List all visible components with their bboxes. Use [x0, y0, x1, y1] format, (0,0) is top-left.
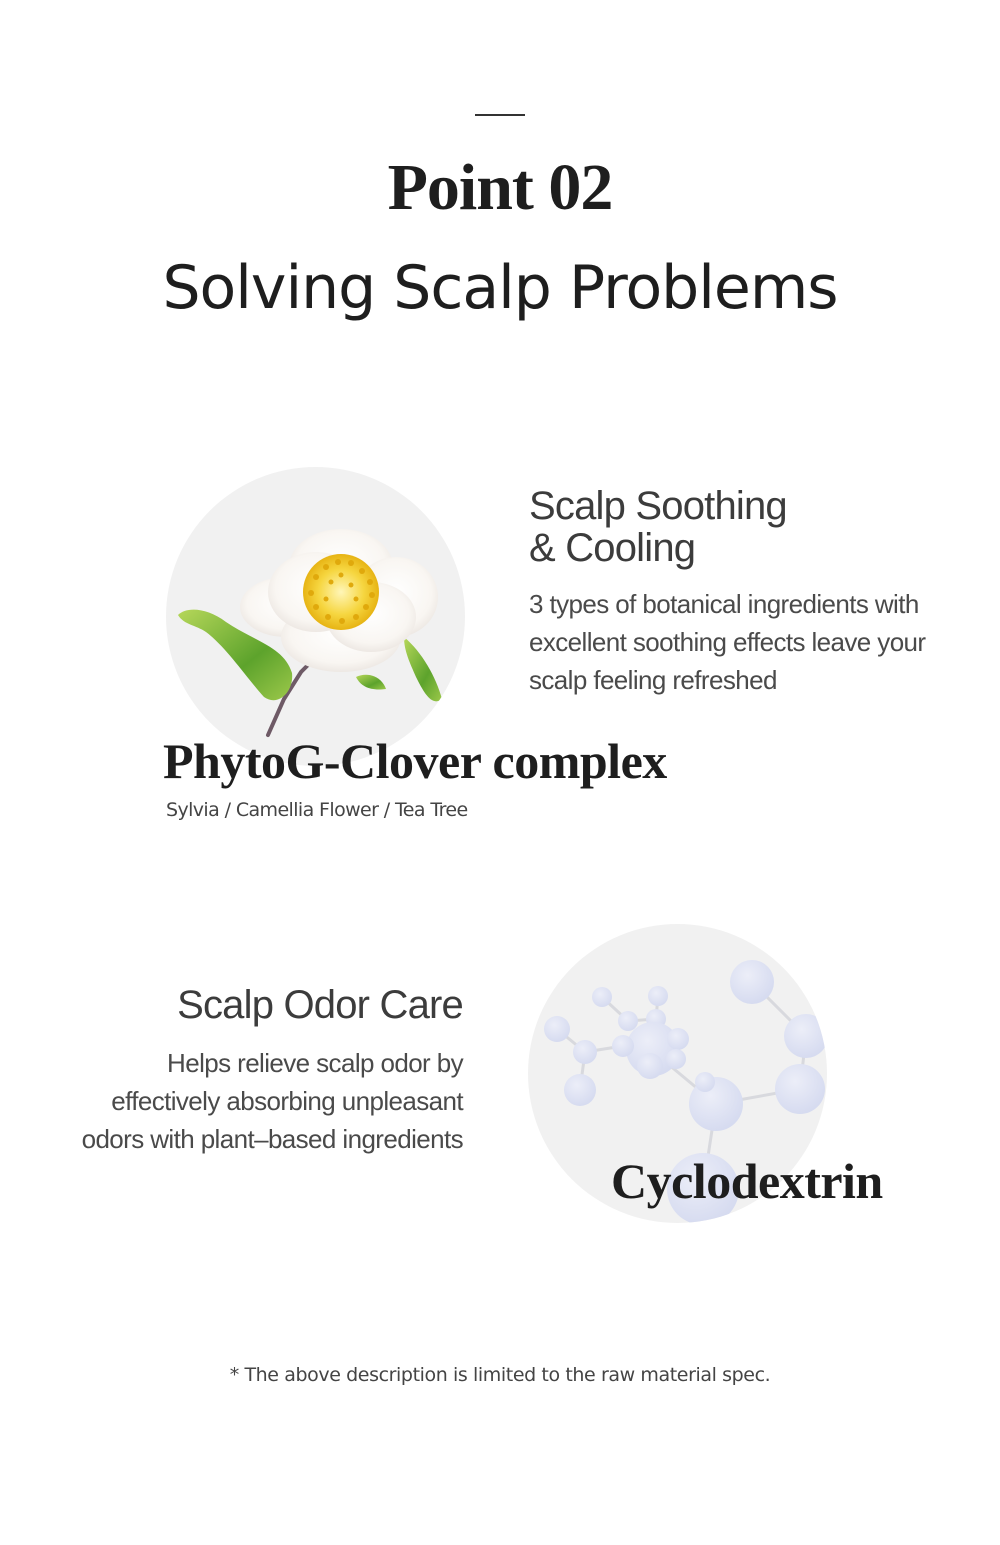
ingredient-name-phytog: PhytoG-Clover complex — [163, 733, 667, 789]
ingredient-subtitle: Sylvia / Camellia Flower / Tea Tree — [166, 799, 468, 821]
feature-body-line: Helps relieve scalp odor by — [167, 1048, 464, 1078]
point-label: Point 02 — [387, 151, 614, 224]
feature-body-line: effectively absorbing unpleasant — [111, 1086, 463, 1116]
feature-title-line: & Cooling — [529, 526, 696, 570]
footnote: * The above description is limited to th… — [229, 1364, 771, 1386]
feature-body-line: excellent soothing effects leave your — [529, 627, 926, 657]
section-title: Solving Scalp Problems — [162, 253, 838, 323]
camellia-flower-icon — [178, 529, 442, 737]
feature-body-line: 3 types of botanical ingredients with — [529, 589, 919, 619]
top-divider — [475, 114, 525, 116]
feature-title-soothing: Scalp Soothing & Cooling — [529, 485, 969, 569]
feature-title-odor: Scalp Odor Care — [40, 983, 464, 1027]
molecule-icon — [544, 960, 827, 1223]
feature-title-line: Scalp Odor Care — [177, 983, 464, 1027]
feature-body-soothing: 3 types of botanical ingredients with ex… — [529, 585, 969, 699]
feature-body-odor: Helps relieve scalp odor by effectively … — [20, 1044, 464, 1158]
feature-body-line: scalp feeling refreshed — [529, 665, 777, 695]
molecule-image-circle — [528, 924, 827, 1223]
ingredient-name-cyclodextrin: Cyclodextrin — [611, 1153, 883, 1209]
feature-title-line: Scalp Soothing — [529, 484, 788, 528]
camellia-image-circle — [166, 467, 465, 766]
feature-body-line: odors with plant–based ingredients — [81, 1124, 464, 1154]
